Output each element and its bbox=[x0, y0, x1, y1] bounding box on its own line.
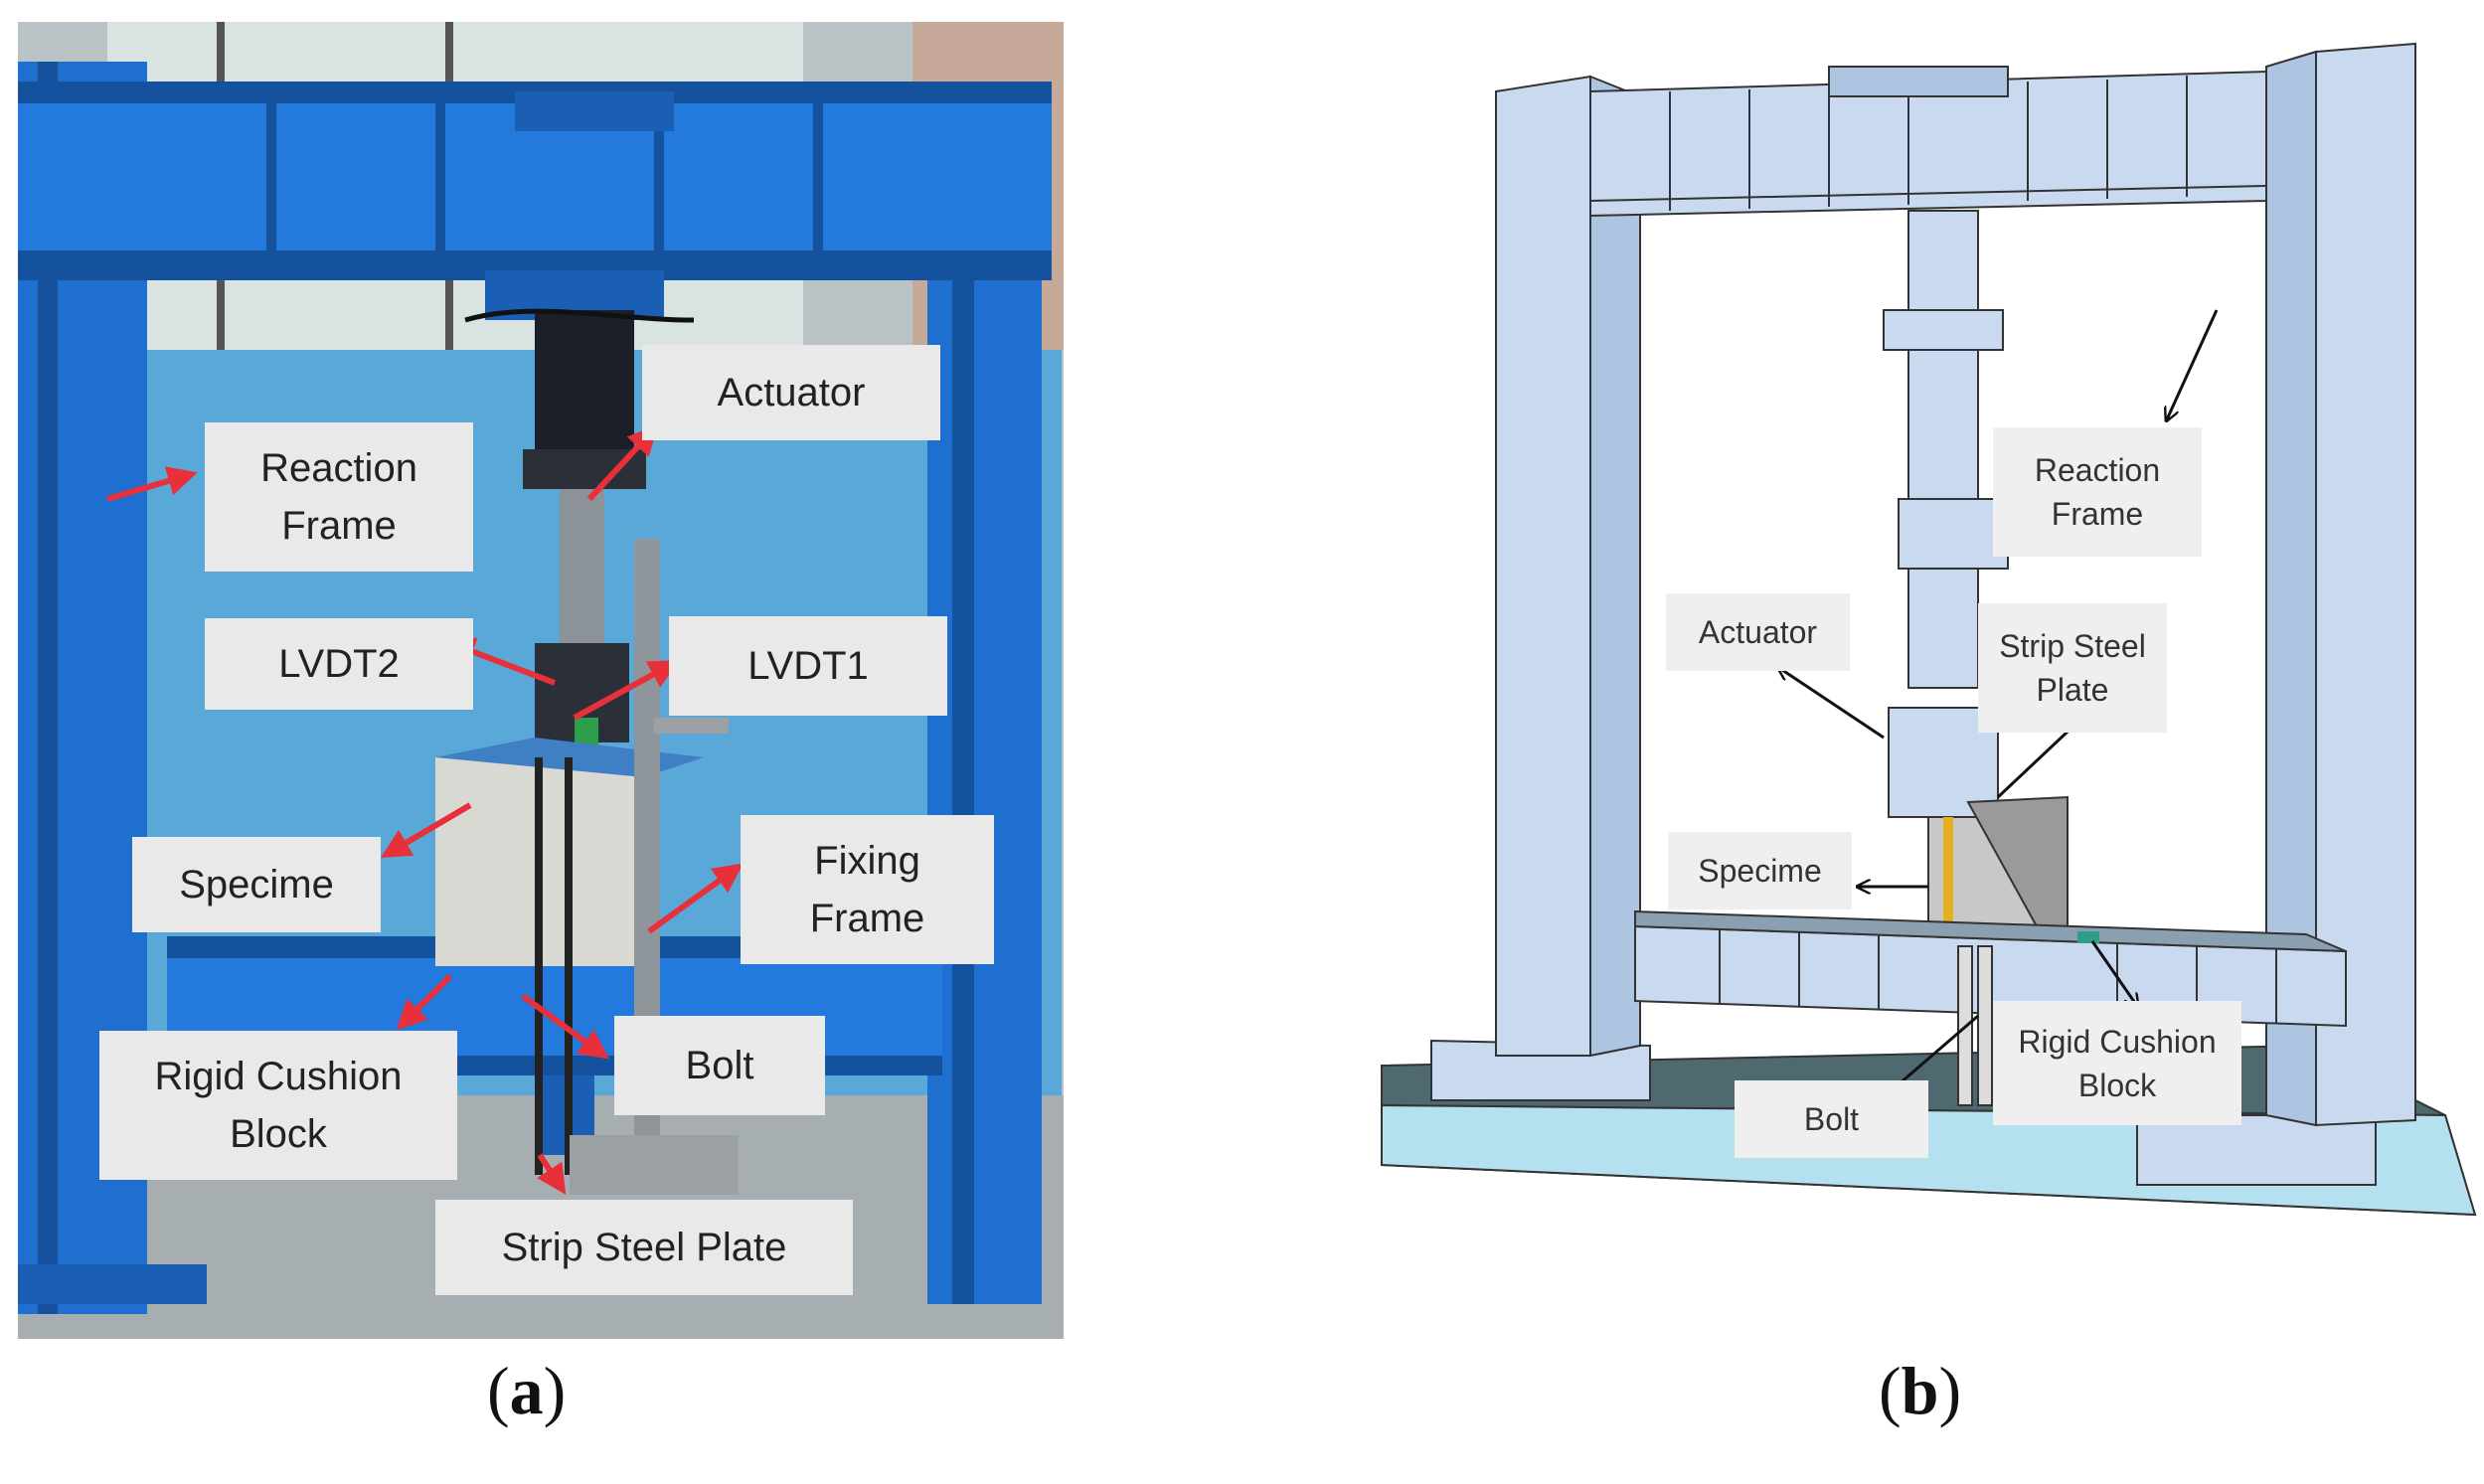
label-actuator-a: Actuator bbox=[642, 345, 940, 440]
caption-a-letter: a bbox=[509, 1353, 544, 1428]
label-rigid-cushion-block-a: Rigid Cushion Block bbox=[99, 1031, 457, 1180]
arrow-bolt bbox=[521, 993, 609, 1060]
model-actuator-rod bbox=[1907, 210, 1979, 689]
label-reaction-frame-a: Reaction Frame bbox=[205, 422, 473, 572]
panel-a-drawing bbox=[18, 22, 1064, 1339]
arrow-fixing-frame bbox=[647, 863, 744, 934]
label-lvdt2-a: LVDT2 bbox=[205, 618, 473, 710]
label-strip-steel-plate-b: Strip Steel Plate bbox=[1978, 603, 2167, 733]
panel-b-model: Reaction Frame Actuator Strip Steel Plat… bbox=[1342, 22, 2483, 1339]
label-rigid-cushion-block-b: Rigid Cushion Block bbox=[1993, 1001, 2241, 1125]
label-bolt-b: Bolt bbox=[1735, 1080, 1928, 1158]
arrow-reaction-frame bbox=[106, 466, 198, 502]
label-reaction-frame-b: Reaction Frame bbox=[1993, 427, 2202, 557]
caption-b: (b) bbox=[1879, 1353, 1962, 1428]
reaction-frame-right-column bbox=[927, 141, 1042, 1304]
arrow-strip-steel-plate bbox=[537, 1153, 567, 1196]
label-specime-a: Specime bbox=[132, 837, 381, 932]
actuator-rod bbox=[560, 489, 604, 648]
caption-b-letter: b bbox=[1901, 1353, 1939, 1428]
arrow-rigid-cushion-block bbox=[396, 973, 453, 1031]
caption-a: (a) bbox=[487, 1353, 567, 1428]
arrow-actuator bbox=[586, 424, 659, 502]
arrow-reaction-frame-b bbox=[2167, 309, 2219, 419]
arrow-rigid-cushion-block-b bbox=[2090, 940, 2137, 1006]
label-fixing-frame-a: Fixing Frame bbox=[741, 815, 994, 964]
model-top-beam bbox=[1589, 70, 2267, 218]
label-actuator-b: Actuator bbox=[1666, 593, 1850, 671]
label-specime-b: Specime bbox=[1668, 832, 1852, 909]
arrow-specime bbox=[380, 802, 472, 859]
label-bolt-a: Bolt bbox=[614, 1016, 825, 1115]
label-strip-steel-plate-a: Strip Steel Plate bbox=[435, 1200, 853, 1295]
label-lvdt1-a: LVDT1 bbox=[669, 616, 947, 716]
arrow-lvdt1 bbox=[573, 660, 680, 721]
panel-a-photo: Actuator Reaction Frame LVDT2 LVDT1 Spec… bbox=[18, 22, 1064, 1339]
arrow-actuator-b bbox=[1779, 668, 1885, 740]
panel-b-drawing bbox=[1381, 42, 2477, 1217]
